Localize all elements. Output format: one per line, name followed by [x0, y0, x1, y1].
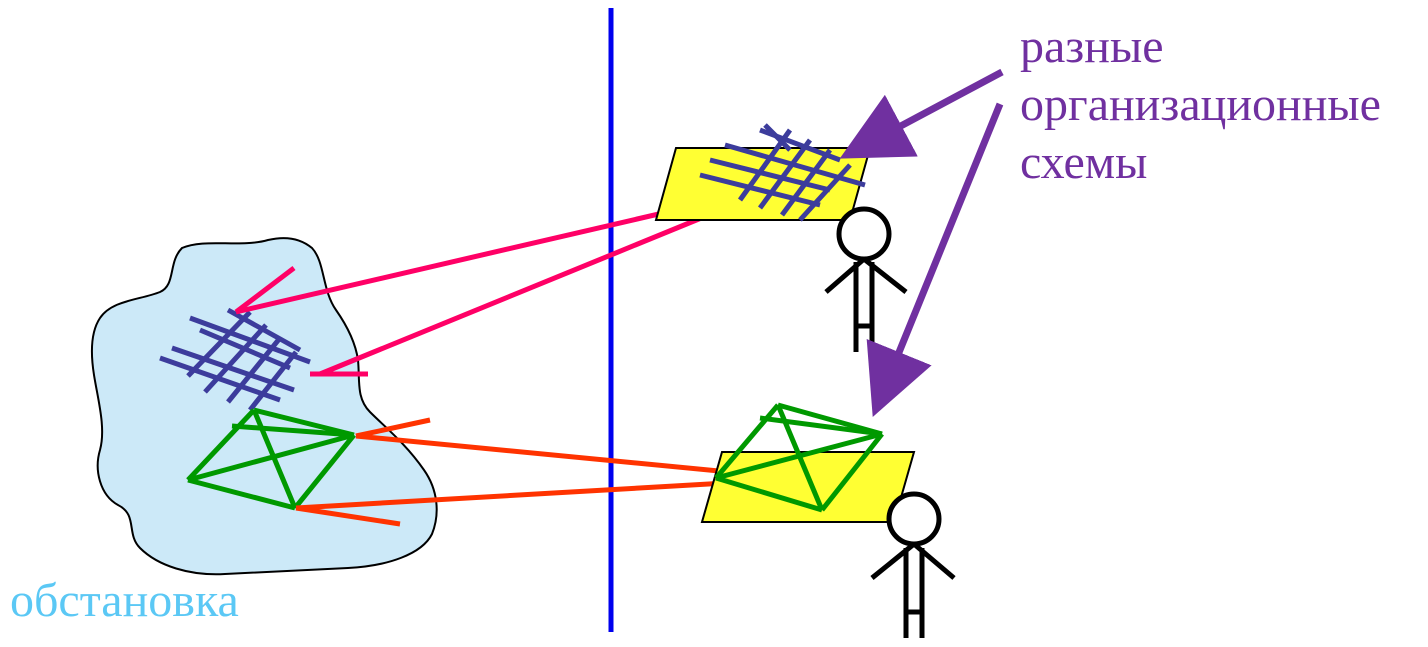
environment-label: обстановка: [10, 574, 239, 627]
schemes-label-line: разные: [1020, 20, 1164, 73]
schemes-label-line: схемы: [1020, 136, 1148, 189]
arrow-to-upper-card: [839, 68, 1004, 159]
environment-triangles: [186, 407, 356, 511]
person-icon: [870, 491, 956, 638]
environment-grid: [159, 307, 311, 412]
upper-scheme-card: [654, 123, 872, 222]
schemes-label: разные организационные схемы: [1020, 18, 1381, 192]
person-icon: [824, 206, 908, 352]
arrow-to-lower-card: [866, 102, 1004, 417]
lower-scheme-card: [700, 402, 916, 523]
schemes-label-line: организационные: [1020, 78, 1381, 131]
